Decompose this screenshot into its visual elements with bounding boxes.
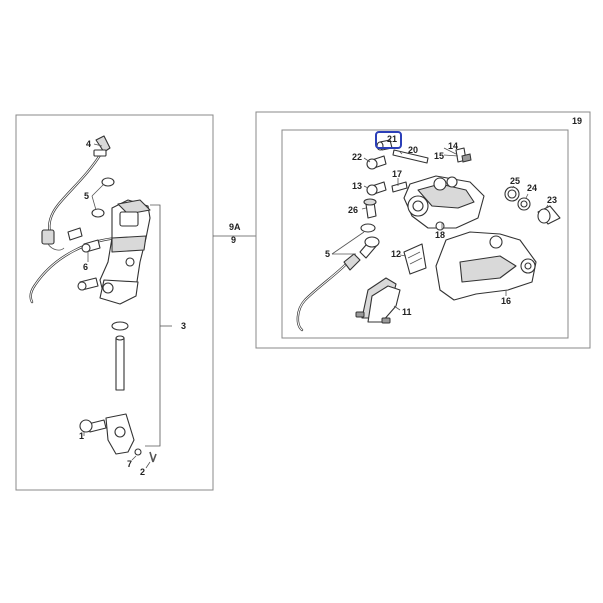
callout-20: 20 (408, 145, 418, 155)
callout-3: 3 (181, 321, 186, 331)
master-cylinder-assembly (29, 135, 157, 463)
hose-crimp (343, 253, 361, 271)
callout-14: 14 (448, 141, 458, 151)
callout-15: 15 (434, 151, 444, 161)
callout-24: 24 (527, 183, 537, 193)
callout-19: 19 (572, 116, 582, 126)
banjo-fitting (364, 236, 380, 248)
switch-connector (41, 229, 55, 245)
washer (134, 448, 142, 456)
callout-26: 26 (348, 205, 358, 215)
callout-5-right: 5 (325, 249, 330, 259)
callout-17: 17 (392, 169, 402, 179)
callout-6: 6 (83, 262, 88, 272)
callout-18: 18 (435, 230, 445, 240)
left-panel-frame (15, 114, 214, 491)
callout-21-highlight (375, 131, 402, 149)
pushrod-nut (111, 321, 129, 331)
callout-21: 21 (387, 134, 397, 144)
caliper-assembly (296, 139, 561, 332)
callout-22: 22 (352, 152, 362, 162)
callout-23: 23 (547, 195, 557, 205)
right-leaders (331, 147, 549, 311)
left-leaders (83, 143, 172, 469)
hose-clamp-upper (101, 177, 115, 187)
callout-1: 1 (79, 431, 84, 441)
callout-2: 2 (140, 467, 145, 477)
pin-17 (391, 181, 408, 193)
callout-13: 13 (352, 181, 362, 191)
pushrod (115, 337, 125, 391)
right-panel-inner-frame (281, 129, 569, 339)
banjo-washer (360, 223, 376, 233)
callout-11: 11 (402, 307, 412, 317)
reservoir-fitting (95, 135, 111, 153)
callout-25: 25 (510, 176, 520, 186)
callout-7: 7 (127, 459, 132, 469)
pad-spring (403, 243, 427, 275)
callout-12: 12 (391, 249, 401, 259)
callout-5-left: 5 (84, 191, 89, 201)
split-pin (149, 451, 157, 463)
hose-clamp-lower (91, 208, 105, 218)
callout-4: 4 (86, 139, 91, 149)
callout-9a: 9A (229, 222, 241, 232)
callout-9: 9 (231, 235, 236, 245)
callout-16: 16 (501, 296, 511, 306)
right-panel-outer-frame (255, 111, 591, 349)
